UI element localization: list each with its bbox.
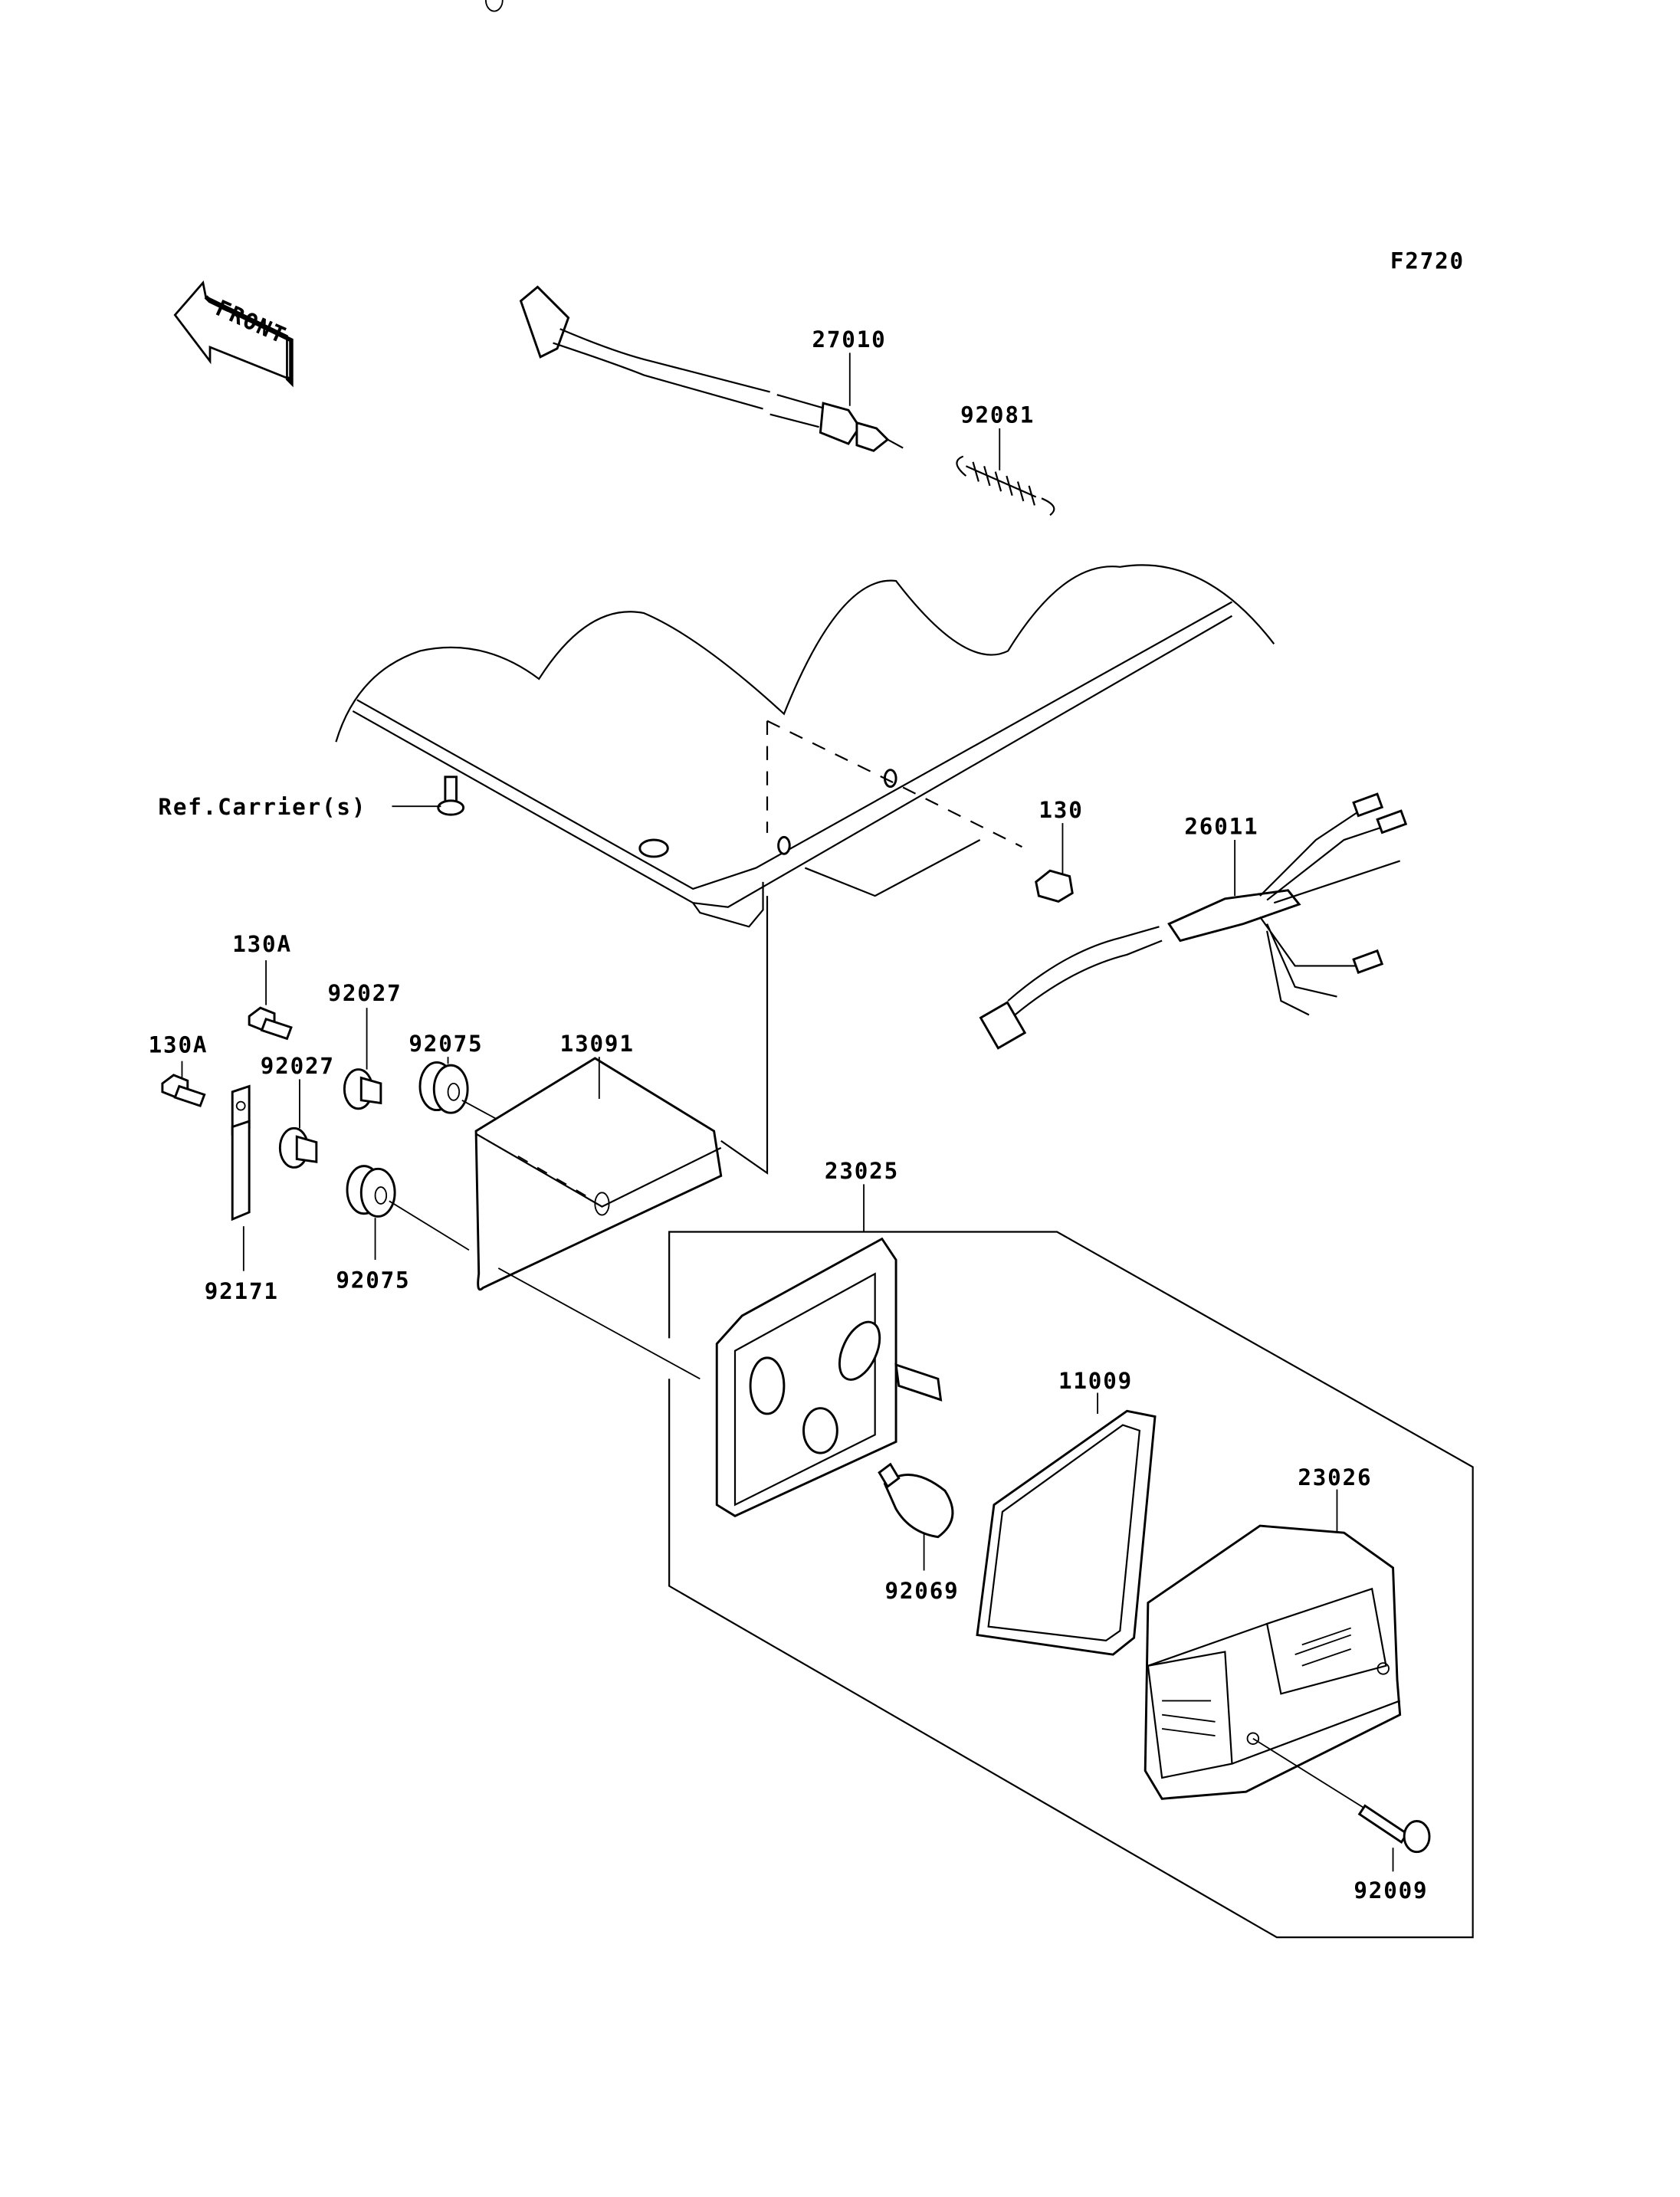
bolt-130-part	[1035, 869, 1074, 903]
bulb-part	[878, 1462, 954, 1539]
lens-part	[1144, 1524, 1402, 1800]
part-label-130: 130	[1039, 797, 1083, 823]
part-label-92009: 92009	[1354, 1877, 1428, 1904]
collar-upper-part	[343, 1068, 382, 1110]
part-label-92027-lower: 92027	[261, 1053, 335, 1079]
bracket-part	[474, 0, 769, 1380]
part-label-23026: 23026	[1298, 1464, 1372, 1490]
grommet-upper-part	[418, 1061, 469, 1114]
reference-label: Ref.Carrier(s)	[158, 794, 366, 820]
gasket-part	[976, 1409, 1157, 1656]
grommet-lower-part	[346, 1165, 396, 1218]
carrier-reference-part	[335, 564, 1275, 928]
lamp-housing-part	[715, 1237, 943, 1517]
part-label-92075-upper: 92075	[409, 1031, 483, 1057]
brake-switch-part	[519, 285, 904, 452]
front-direction-arrow-icon: FRONT	[173, 280, 294, 388]
part-label-130a-upper: 130A	[232, 931, 292, 957]
spring-part	[956, 455, 1055, 516]
screw-part	[1252, 1737, 1431, 1854]
diagram-id: F2720	[1390, 248, 1465, 274]
part-label-92171: 92171	[205, 1278, 279, 1304]
part-label-92069: 92069	[884, 1578, 959, 1604]
bolt-130a-lower-part	[161, 1074, 206, 1107]
part-label-13091: 13091	[560, 1031, 635, 1057]
part-label-26011: 26011	[1184, 814, 1258, 840]
wiring-harness-part	[979, 792, 1408, 1050]
part-label-11009: 11009	[1058, 1368, 1133, 1394]
band-part	[231, 1084, 251, 1221]
collar-lower-part	[278, 1126, 318, 1169]
bolt-130a-upper-part	[248, 1006, 293, 1041]
part-label-27010: 27010	[812, 326, 886, 353]
part-label-92027-upper: 92027	[327, 980, 402, 1006]
part-label-92075-lower: 92075	[336, 1267, 410, 1294]
part-label-23025: 23025	[825, 1158, 899, 1184]
tail-lamp-assembly-frame	[668, 1231, 1474, 1939]
part-label-92081: 92081	[960, 402, 1035, 428]
part-label-130a-lower: 130A	[149, 1032, 208, 1058]
